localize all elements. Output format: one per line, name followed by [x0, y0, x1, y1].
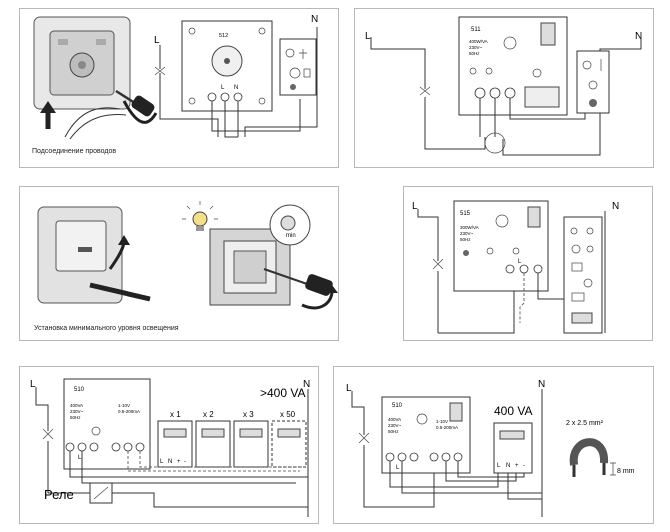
- model-number: 515: [460, 211, 471, 217]
- model-number: 511: [471, 27, 481, 33]
- spec-frequency: 50Hz: [388, 429, 399, 434]
- power-label: 400 VA: [494, 404, 532, 418]
- spec-frequency: 50Hz: [469, 51, 480, 56]
- cable-icon: [569, 438, 608, 477]
- light-bulb-icon: [182, 201, 218, 231]
- ballast-term-N: N: [168, 459, 172, 465]
- line-label-L: L: [30, 379, 36, 390]
- diagram-512: L N 512 L N: [33, 14, 318, 140]
- line-label-L: L: [365, 31, 371, 42]
- spec-control-current: 0.5-200mA: [436, 425, 458, 430]
- ballast-2: [195, 420, 231, 468]
- dimmer-module-515: 515 300W/VA 230V~ 50Hz L: [453, 200, 549, 292]
- diagram-510-relay: L N 510 400VA 230V~ 50Hz 1-10V 0.5-200mA…: [30, 378, 310, 517]
- dimmer-module-511: 511 400W/VA 230V~ 50Hz: [458, 16, 568, 116]
- ballast-term-minus: -: [184, 459, 186, 465]
- dimmer-module-512: 512 L N: [181, 20, 273, 112]
- dimmer-frame-illustration: [33, 16, 131, 110]
- ballast-term-minus: -: [523, 463, 525, 469]
- multiplier-x2: x 2: [203, 410, 214, 419]
- ballast-term-plus: +: [515, 463, 519, 469]
- dimmer-module-510: 510 400VA 230V~ 50Hz 1-10V 0.5-200mA L: [63, 378, 151, 470]
- cable-label: 2 x 2.5 mm²: [566, 420, 604, 427]
- spec-power: 400VA: [70, 403, 83, 408]
- screwdriver-icon: [115, 89, 158, 124]
- line-label-L: L: [412, 201, 418, 212]
- spec-frequency: 50Hz: [70, 415, 81, 420]
- ballast-term-N: N: [506, 463, 510, 469]
- terminal-L: L: [78, 455, 82, 461]
- spec-frequency: 50Hz: [460, 237, 471, 242]
- model-number: 510: [74, 387, 85, 393]
- multiplier-x1: x 1: [170, 410, 181, 419]
- relay-label: Реле: [44, 487, 74, 502]
- ballast-3: [233, 420, 269, 468]
- line-label-L: L: [154, 35, 160, 46]
- panel-wiring-510-relay: L N 510 400VA 230V~ 50Hz 1-10V 0.5-200mA…: [19, 366, 319, 524]
- min-label: min: [286, 233, 296, 239]
- neutral-label-N: N: [303, 379, 310, 390]
- caption-wire-connection: Подсоединение проводов: [32, 148, 117, 155]
- model-number: 512: [219, 33, 228, 39]
- panel-wiring-510-ballast: L N 510 400VA 230V~ 50Hz 1-10V 0.5-200mA…: [333, 366, 654, 524]
- wall-frame-illustration: [209, 228, 291, 306]
- diagram-515: L N 515 300W/VA 230V~ 50Hz L: [412, 200, 619, 334]
- spec-voltage: 230V~: [70, 409, 84, 414]
- spec-voltage: 230V~: [388, 423, 402, 428]
- load-icons-column: [563, 216, 603, 334]
- ballast-term-L: L: [497, 463, 501, 469]
- spec-voltage: 230V~: [469, 45, 483, 50]
- panel-min-level-setting: min Установка минимального уровня освеще…: [19, 186, 339, 341]
- neutral-label-N: N: [538, 379, 545, 390]
- ballast-term-L: L: [160, 459, 164, 465]
- multiplier-x3: x 3: [243, 410, 254, 419]
- model-number: 510: [392, 403, 403, 409]
- caption-min-level: Установка минимального уровня освещения: [34, 325, 179, 332]
- neutral-label-N: N: [612, 201, 619, 212]
- terminal-L: L: [396, 465, 400, 471]
- terminal-L: L: [518, 259, 522, 265]
- screwdriver-icon: [263, 268, 338, 310]
- diagram-510-ballast: L N 510 400VA 230V~ 50Hz 1-10V 0.5-200mA…: [346, 379, 635, 517]
- spec-control-voltage: 1-10V: [436, 419, 448, 424]
- terminal-L: L: [221, 85, 225, 91]
- neutral-label-N: N: [635, 31, 642, 42]
- diagram-min-setting: min: [37, 201, 338, 310]
- spec-control-voltage: 1-10V: [118, 403, 130, 408]
- line-label-L: L: [346, 383, 352, 394]
- panel-wiring-511: L N 511 400W/VA 230V~ 50Hz: [354, 8, 654, 168]
- relay: [89, 482, 113, 504]
- ballast: L N + -: [493, 422, 533, 474]
- load-icons-box: [279, 38, 317, 96]
- dimmer-module-510: 510 400VA 230V~ 50Hz 1-10V 0.5-200mA L: [381, 396, 471, 474]
- spec-power: 300W/VA: [460, 225, 479, 230]
- ballast-1: L N + -: [157, 420, 193, 468]
- terminal-N: N: [234, 85, 238, 91]
- spec-control-current: 0.5-200mA: [118, 409, 140, 414]
- load-icons-box: [576, 50, 610, 114]
- spec-power: 400VA: [388, 417, 401, 422]
- power-label: >400 VA: [260, 386, 305, 400]
- spec-voltage: 230V~: [460, 231, 474, 236]
- multiplier-x50: x 50: [280, 410, 296, 419]
- ballast-50: [271, 420, 307, 468]
- strip-length-label: 8 mm: [617, 468, 635, 475]
- dimmer-insert-illustration: [37, 206, 151, 304]
- panel-wiring-515: L N 515 300W/VA 230V~ 50Hz L: [403, 186, 653, 341]
- spec-power: 400W/VA: [469, 39, 488, 44]
- diagram-511: L N 511 400W/VA 230V~ 50Hz: [365, 16, 642, 156]
- neutral-label-N: N: [311, 14, 318, 25]
- ballast-term-plus: +: [177, 459, 181, 465]
- insert-arrow-icon: [40, 101, 56, 129]
- panel-wiring-512: L N 512 L N: [19, 8, 339, 168]
